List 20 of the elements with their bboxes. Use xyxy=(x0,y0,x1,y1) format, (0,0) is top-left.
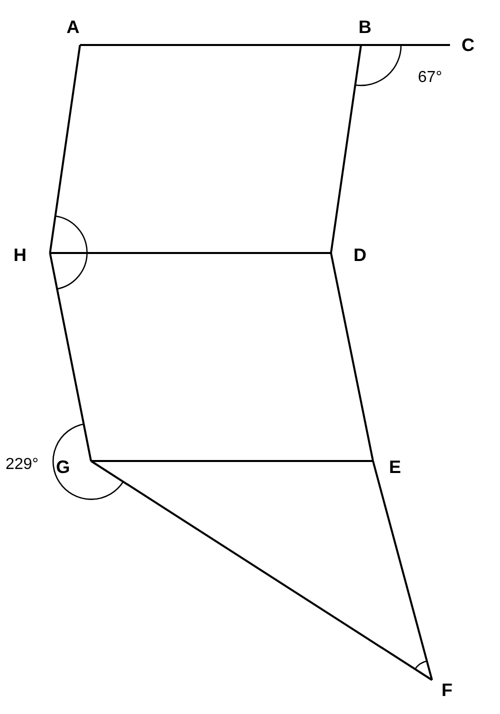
line-segment xyxy=(91,460,373,462)
vertex-label: F xyxy=(442,681,452,699)
vertex-label: E xyxy=(389,458,401,476)
vertex-label: H xyxy=(14,246,26,264)
line-segment xyxy=(330,252,374,462)
vertex-label: B xyxy=(358,18,372,36)
line-segment xyxy=(80,44,361,46)
line-segment xyxy=(50,252,331,254)
vertex-label: A xyxy=(66,18,80,36)
line-segment xyxy=(49,44,81,254)
vertex-label: G xyxy=(56,458,70,476)
vertex-label: C xyxy=(462,36,474,54)
vertex-label: D xyxy=(354,246,366,264)
angle-label: 229° xyxy=(5,457,39,473)
line-segment xyxy=(49,252,92,462)
line-segment xyxy=(90,460,433,681)
angle-label: 67° xyxy=(418,70,442,86)
line-segment xyxy=(372,460,433,680)
line-segment xyxy=(361,44,450,46)
line-segment xyxy=(330,44,362,254)
